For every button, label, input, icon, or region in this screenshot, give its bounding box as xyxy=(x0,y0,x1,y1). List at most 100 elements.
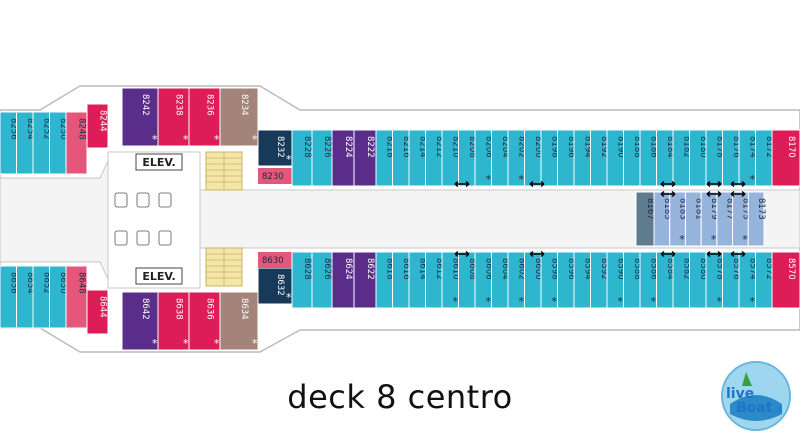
cabin-8586[interactable]: 8586* xyxy=(639,251,658,309)
cabin-8188[interactable]: 8188 xyxy=(623,129,642,187)
cabin-8590[interactable]: 8590* xyxy=(606,251,625,309)
cabin-8234[interactable]: 8234* xyxy=(219,87,259,147)
cabin-8588[interactable]: 8588 xyxy=(623,251,642,309)
cabin-8248[interactable]: 8248 xyxy=(65,111,88,175)
cabin-8618[interactable]: 8618 xyxy=(375,251,394,309)
cabin-8176[interactable]: 8176 xyxy=(722,129,741,187)
connecting-door-icon xyxy=(660,250,676,258)
cabin-8230[interactable]: 8230 xyxy=(258,168,292,184)
cabin-8254[interactable]: 8254 xyxy=(16,111,35,175)
cabin-8630[interactable]: 8630 xyxy=(258,252,292,268)
cabin-8576[interactable]: 8576 xyxy=(722,251,741,309)
cabin-8570[interactable]: 8570 xyxy=(771,251,800,309)
cabin-8608[interactable]: 8608 xyxy=(458,251,477,309)
cabin-8256[interactable]: 8256 xyxy=(0,111,18,175)
cabin-8636[interactable]: 8636* xyxy=(188,291,221,351)
cabin-8218[interactable]: 8218 xyxy=(375,129,394,187)
cabin-8654[interactable]: 8654 xyxy=(16,265,35,329)
cabin-8628[interactable]: 8628 xyxy=(291,251,313,309)
cabin-number: 8183 xyxy=(678,198,688,220)
cabin-8179[interactable]: 8179* xyxy=(700,191,719,247)
cabin-8644[interactable]: 8644 xyxy=(86,289,109,335)
cabin-8594[interactable]: 8594 xyxy=(573,251,592,309)
cabin-number: 8580 xyxy=(698,258,708,280)
cabin-8232[interactable]: 8232* xyxy=(257,129,293,167)
cabin-8602[interactable]: 8602* xyxy=(507,251,526,309)
cabin-8228[interactable]: 8228 xyxy=(291,129,313,187)
cabin-8612[interactable]: 8612 xyxy=(425,251,444,309)
cabin-8177[interactable]: 8177 xyxy=(716,191,735,247)
cabin-8184[interactable]: 8184 xyxy=(656,129,675,187)
cabin-8584[interactable]: 8584 xyxy=(656,251,675,309)
cabin-8178[interactable]: 8178 xyxy=(705,129,724,187)
accessible-star-icon: * xyxy=(183,133,189,146)
cabin-8626[interactable]: 8626 xyxy=(311,251,333,309)
cabin-8185[interactable]: 8185 xyxy=(653,191,672,247)
cabin-number: 8167 xyxy=(645,198,655,220)
cabin-8180[interactable]: 8180 xyxy=(689,129,708,187)
cabin-8572[interactable]: 8572 xyxy=(755,251,774,309)
cabin-8224[interactable]: 8224 xyxy=(331,129,355,187)
cabin-8624[interactable]: 8624 xyxy=(331,251,355,309)
cabin-8578[interactable]: 8578* xyxy=(705,251,724,309)
cabin-8634[interactable]: 8634* xyxy=(219,291,259,351)
cabin-8172[interactable]: 8172 xyxy=(755,129,774,187)
cabin-8214[interactable]: 8214 xyxy=(408,129,427,187)
cabin-8656[interactable]: 8656 xyxy=(0,265,18,329)
cabin-8182[interactable]: 8182 xyxy=(672,129,691,187)
cabin-8238[interactable]: 8238* xyxy=(157,87,190,147)
cabin-8181[interactable]: 8181 xyxy=(684,191,703,247)
cabin-8642[interactable]: 8642* xyxy=(121,291,159,351)
cabin-8192[interactable]: 8192 xyxy=(590,129,609,187)
cabin-8186[interactable]: 8186 xyxy=(639,129,658,187)
cabin-8574[interactable]: 8574* xyxy=(738,251,757,309)
cabin-8202[interactable]: 8202* xyxy=(507,129,526,187)
cabin-8173[interactable]: 8173 xyxy=(747,191,766,247)
cabin-8167[interactable]: 8167 xyxy=(635,191,655,247)
cabin-8610[interactable]: 8610* xyxy=(441,251,460,309)
cabin-8226[interactable]: 8226 xyxy=(311,129,333,187)
cabin-8210[interactable]: 8210 xyxy=(441,129,460,187)
cabin-8212[interactable]: 8212 xyxy=(425,129,444,187)
cabin-8175[interactable]: 8175* xyxy=(732,191,751,247)
cabin-8194[interactable]: 8194 xyxy=(573,129,592,187)
cabin-8196[interactable]: 8196 xyxy=(557,129,576,187)
cabin-8648[interactable]: 8648 xyxy=(65,265,88,329)
cabin-8582[interactable]: 8582 xyxy=(672,251,691,309)
cabin-8216[interactable]: 8216 xyxy=(392,129,411,187)
accessible-star-icon: * xyxy=(651,295,657,308)
cabin-8170[interactable]: 8170 xyxy=(771,129,800,187)
cabin-8638[interactable]: 8638* xyxy=(157,291,190,351)
cabin-8200[interactable]: 8200 xyxy=(524,129,543,187)
cabin-8183[interactable]: 8183* xyxy=(669,191,688,247)
cabin-number: 8222 xyxy=(365,136,375,158)
cabin-8652[interactable]: 8652 xyxy=(32,265,51,329)
cabin-8598[interactable]: 8598* xyxy=(540,251,559,309)
cabin-8206[interactable]: 8206* xyxy=(474,129,493,187)
cabin-8622[interactable]: 8622 xyxy=(353,251,377,309)
cabin-8596[interactable]: 8596 xyxy=(557,251,576,309)
cabin-8650[interactable]: 8650 xyxy=(49,265,68,329)
cabin-8236[interactable]: 8236* xyxy=(188,87,221,147)
cabin-8190[interactable]: 8190 xyxy=(606,129,625,187)
liveboat-logo: live Boat .it xyxy=(721,361,791,431)
cabin-8600[interactable]: 8600 xyxy=(524,251,543,309)
cabin-8632[interactable]: 8632* xyxy=(257,267,293,305)
cabin-8244[interactable]: 8244 xyxy=(86,103,109,149)
cabin-8604[interactable]: 8604 xyxy=(491,251,510,309)
logo-text-live: live xyxy=(726,386,754,402)
cabin-8592[interactable]: 8592 xyxy=(590,251,609,309)
cabin-8222[interactable]: 8222 xyxy=(353,129,377,187)
cabin-8204[interactable]: 8204 xyxy=(491,129,510,187)
connecting-door-icon xyxy=(706,190,722,198)
cabin-8242[interactable]: 8242* xyxy=(121,87,159,147)
cabin-8198[interactable]: 8198 xyxy=(540,129,559,187)
cabin-8616[interactable]: 8616 xyxy=(392,251,411,309)
cabin-8614[interactable]: 8614 xyxy=(408,251,427,309)
cabin-8174[interactable]: 8174* xyxy=(738,129,757,187)
cabin-8250[interactable]: 8250 xyxy=(49,111,68,175)
cabin-8208[interactable]: 8208 xyxy=(458,129,477,187)
cabin-8580[interactable]: 8580 xyxy=(689,251,708,309)
cabin-8606[interactable]: 8606* xyxy=(474,251,493,309)
cabin-8252[interactable]: 8252 xyxy=(32,111,51,175)
